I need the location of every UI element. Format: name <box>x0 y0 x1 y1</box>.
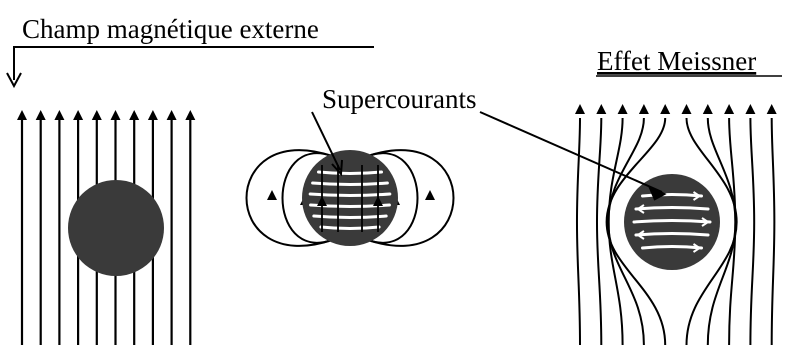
supercurrent-arrow-icon <box>636 204 645 214</box>
supercurrent-loop <box>311 181 389 186</box>
field-arrow-icon <box>17 110 27 120</box>
supercurrent-loop <box>641 245 703 250</box>
field-arrow-icon <box>575 104 585 114</box>
supercurrent-arrow-icon <box>692 191 702 201</box>
meissner-field-line <box>575 117 581 345</box>
field-arrow-icon <box>147 110 158 120</box>
meissner-field-line <box>728 117 737 345</box>
superconductor-sphere-middle <box>302 150 398 246</box>
supercurrents-pointer-middle <box>311 111 341 171</box>
field-arrow-icon <box>638 104 649 114</box>
meissner-field-line <box>595 117 603 345</box>
field-arrow-icon <box>660 104 671 114</box>
field-arrow-icon <box>681 104 692 114</box>
field-arrow-icon <box>73 110 84 120</box>
dipole-field-loop <box>245 149 333 247</box>
supercurrent-loop <box>632 219 712 224</box>
meissner-field-line <box>605 117 667 345</box>
supercurrents-pointer-middle-head <box>331 159 343 177</box>
supercurrents-label: Supercourants <box>322 84 476 114</box>
dipole-field-loop <box>367 152 419 244</box>
supercurrent-arrow-icon <box>692 243 702 253</box>
field-arrow-icon <box>185 110 196 120</box>
internal-arrow-icon <box>317 196 327 206</box>
supercurrent-loop <box>634 206 710 211</box>
supercurrents-pointer-right-head <box>647 185 667 201</box>
field-arrow-icon <box>617 104 628 114</box>
supercurrent-arrow-icon <box>636 230 645 240</box>
field-arrow-icon <box>596 104 607 114</box>
dipole-field-loop <box>367 149 455 247</box>
meissner-field-line <box>685 117 738 345</box>
meissner-panel <box>575 104 777 345</box>
superconductor-sphere-left <box>68 180 164 276</box>
supercurrent-loop <box>641 193 703 198</box>
field-arrow-icon <box>702 104 713 114</box>
supercurrent-arrow-icon <box>701 217 710 227</box>
field-arrow-icon <box>166 110 177 120</box>
meissner-field-line <box>749 117 756 345</box>
dipole-arrow-icon <box>425 190 435 200</box>
supercurrent-loop <box>308 192 392 197</box>
external-field-bracket <box>13 46 374 80</box>
supercurrent-loop <box>634 232 710 237</box>
dipole-arrow-icon <box>267 190 277 200</box>
meissner-field-line <box>607 117 645 345</box>
meissner-title: Effet Meissner <box>597 46 756 76</box>
supercurrent-loop <box>312 214 388 219</box>
meissner-field-line <box>770 117 776 345</box>
field-arrow-icon <box>766 104 777 114</box>
external-field-bracket-arrowhead <box>6 72 22 89</box>
internal-arrow-icon <box>373 196 383 206</box>
field-arrow-icon <box>745 104 756 114</box>
dipole-field-loop <box>281 152 333 244</box>
field-arrow-icon <box>35 110 46 120</box>
external-field-title: Champ magnétique externe <box>22 14 319 44</box>
supercurrent-loop <box>319 225 381 230</box>
field-arrow-icon <box>54 110 65 120</box>
supercurrent-dipole-panel <box>245 149 455 247</box>
external-field-panel <box>17 110 196 345</box>
meissner-field-line <box>607 117 624 345</box>
supercurrent-loop <box>317 170 383 175</box>
field-arrow-icon <box>110 110 121 120</box>
field-arrow-icon <box>724 104 735 114</box>
field-arrow-icon <box>91 110 102 120</box>
field-arrow-icon <box>129 110 140 120</box>
supercurrents-pointer-right <box>479 111 663 193</box>
